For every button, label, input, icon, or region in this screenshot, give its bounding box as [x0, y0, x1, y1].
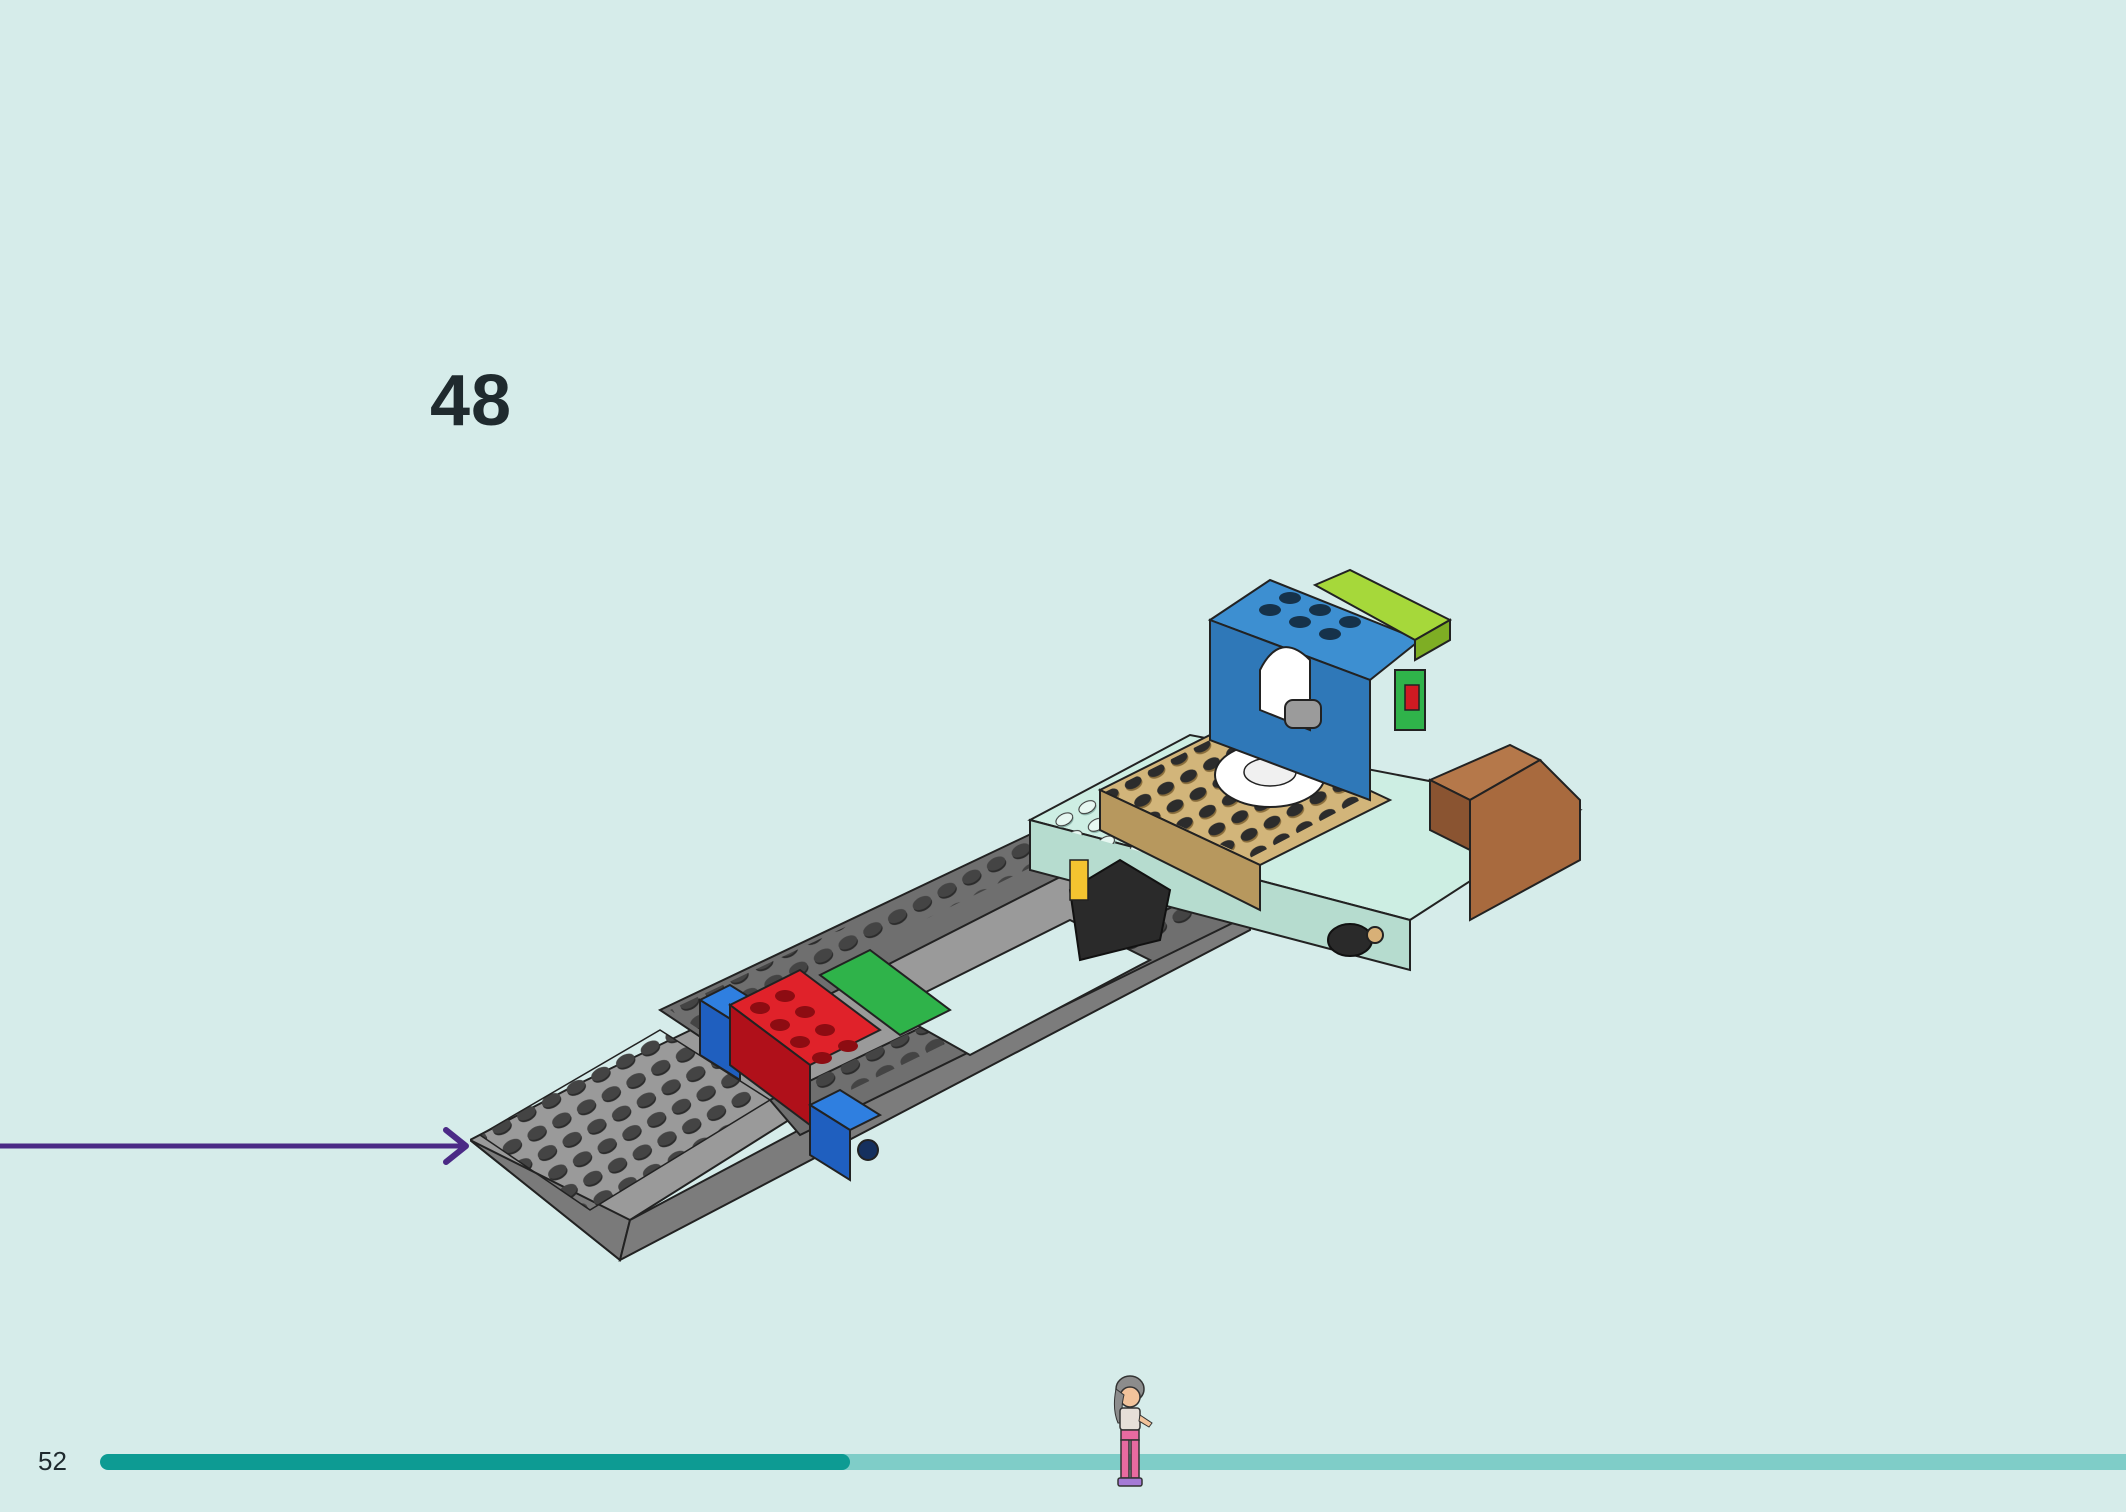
page-number: 52 [38, 1446, 67, 1476]
step-number: 48 [430, 361, 513, 441]
progress-bar [100, 1454, 2126, 1470]
lego-model-illustration [470, 568, 1583, 1262]
arrow-right-icon [0, 1127, 469, 1165]
minifigure-icon [1113, 1375, 1153, 1487]
progress-bar-fill [100, 1454, 850, 1470]
